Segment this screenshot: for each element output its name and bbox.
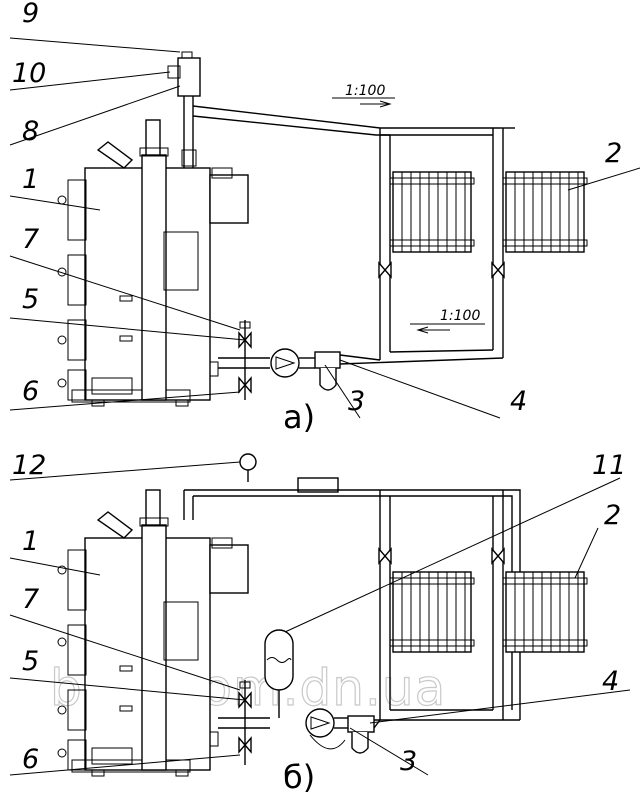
valve-7-a bbox=[239, 321, 251, 329]
label-6-a: 6 bbox=[22, 376, 39, 407]
filter-a bbox=[314, 351, 341, 369]
radiator-valve-b-2 bbox=[491, 548, 505, 564]
label-5-a: 5 bbox=[22, 284, 39, 315]
label-12-b: 12 bbox=[12, 450, 46, 481]
expansion-vessel-b bbox=[264, 629, 294, 691]
label-11-b: 11 bbox=[592, 450, 626, 481]
radiator-valve-b-1 bbox=[378, 548, 392, 564]
label-3-b: 3 bbox=[400, 746, 417, 777]
radiator-a-2 bbox=[502, 171, 588, 253]
slope-label-top-a: 1:100 bbox=[345, 83, 385, 99]
label-9-a: 9 bbox=[22, 0, 39, 29]
radiator-b-1 bbox=[389, 571, 475, 653]
label-1-b: 1 bbox=[22, 526, 39, 557]
label-8-a: 8 bbox=[22, 116, 39, 147]
pump-b bbox=[305, 708, 335, 738]
label-2-b: 2 bbox=[604, 500, 621, 531]
radiator-a-1 bbox=[389, 171, 475, 253]
label-4-a: 4 bbox=[510, 386, 527, 417]
label-7-b: 7 bbox=[22, 584, 39, 615]
label-1-a: 1 bbox=[22, 164, 39, 195]
radiator-valve-a-1 bbox=[378, 262, 392, 278]
air-vent-a bbox=[181, 51, 193, 58]
caption-a: а) bbox=[283, 398, 315, 436]
boiler-b bbox=[57, 489, 249, 777]
caption-b: б) bbox=[283, 758, 315, 796]
label-7-a: 7 bbox=[22, 224, 39, 255]
label-10-a: 10 bbox=[12, 58, 46, 89]
label-3-a: 3 bbox=[348, 386, 365, 417]
scheme-a: 1:100 1:100 9 10 8 1 7 5 6 2 3 4 а) bbox=[9, 0, 640, 436]
label-4-b: 4 bbox=[602, 666, 619, 697]
radiator-valve-a-2 bbox=[491, 262, 505, 278]
safety-group-b bbox=[297, 477, 339, 493]
radiator-b-2 bbox=[502, 571, 588, 653]
label-2-a: 2 bbox=[605, 138, 622, 169]
label-5-b: 5 bbox=[22, 646, 39, 677]
pump-a bbox=[270, 348, 300, 378]
expansion-tank-a bbox=[177, 57, 201, 97]
valve-7-b bbox=[239, 681, 251, 689]
scheme-b: 12 11 2 1 7 5 4 6 3 б) bbox=[9, 450, 631, 796]
label-6-b: 6 bbox=[22, 744, 39, 775]
boiler-a bbox=[57, 119, 249, 407]
slope-label-bottom-a: 1:100 bbox=[440, 308, 480, 324]
pressure-gauge-b bbox=[239, 453, 257, 471]
